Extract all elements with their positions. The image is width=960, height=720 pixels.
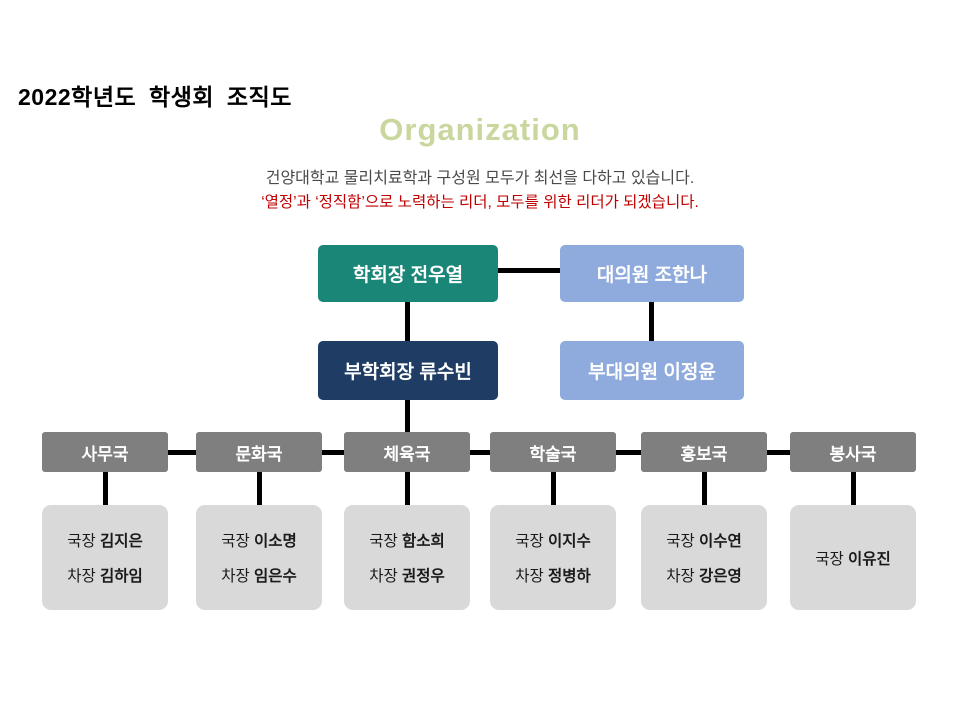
dept-members-haksulguk: 국장 이지수 차장 정병하 <box>490 505 616 610</box>
member-name: 이유진 <box>848 550 891 568</box>
dept-box-hongboguk: 홍보국 <box>641 432 767 472</box>
member-role: 국장 <box>815 550 844 568</box>
dept-box-samuguk: 사무국 <box>42 432 168 472</box>
member-line: 국장 김지은 <box>67 529 143 551</box>
member-line: 차장 강은영 <box>666 564 742 586</box>
dept-members-munhwaguk: 국장 이소명 차장 임은수 <box>196 505 322 610</box>
connector-vicepresident-departments <box>405 400 410 434</box>
member-role: 국장 <box>666 533 695 550</box>
connector-dept1-detail <box>103 472 108 506</box>
dept-box-haksulguk: 학술국 <box>490 432 616 472</box>
member-role: 차장 <box>515 568 544 585</box>
connector-department-bus <box>103 450 855 455</box>
connector-dept2-detail <box>257 472 262 506</box>
dept-members-bongsaguk: 국장 이유진 <box>790 505 916 610</box>
member-name: 김하임 <box>100 568 143 585</box>
dept-members-samuguk: 국장 김지은 차장 김하임 <box>42 505 168 610</box>
dept-members-cheyukguk: 국장 함소희 차장 권정우 <box>344 505 470 610</box>
member-name: 강은영 <box>699 568 742 585</box>
member-line: 국장 이지수 <box>515 529 591 551</box>
member-line: 국장 이유진 <box>815 547 891 569</box>
president-box: 학회장 전우열 <box>318 245 498 302</box>
vice-president-box: 부학회장 류수빈 <box>318 341 498 400</box>
member-name: 이지수 <box>548 533 591 550</box>
member-role: 국장 <box>369 533 398 550</box>
member-role: 국장 <box>221 533 250 550</box>
vice-representative-label: 부대의원 이정윤 <box>588 362 716 383</box>
member-role: 차장 <box>666 568 695 585</box>
vice-representative-box: 부대의원 이정윤 <box>560 341 744 400</box>
member-role: 차장 <box>67 568 96 585</box>
member-name: 이수연 <box>699 533 742 550</box>
connector-dept4-detail <box>551 472 556 506</box>
member-name: 김지은 <box>100 533 143 550</box>
member-role: 차장 <box>369 568 398 585</box>
dept-box-munhwaguk: 문화국 <box>196 432 322 472</box>
dept-members-hongboguk: 국장 이수연 차장 강은영 <box>641 505 767 610</box>
member-name: 정병하 <box>548 568 591 585</box>
connector-president-vicepresident <box>405 302 410 342</box>
member-line: 국장 이소명 <box>221 529 297 551</box>
member-name: 함소희 <box>402 533 445 550</box>
representative-box: 대의원 조한나 <box>560 245 744 302</box>
connector-dept6-detail <box>851 472 856 506</box>
page-title: 2022학년도 학생회 조직도 <box>18 84 292 110</box>
member-line: 차장 임은수 <box>221 564 297 586</box>
member-role: 국장 <box>67 533 96 550</box>
vice-president-label: 부학회장 류수빈 <box>344 362 472 383</box>
dept-box-cheyukguk: 체육국 <box>344 432 470 472</box>
member-name: 이소명 <box>254 533 297 550</box>
subtitle-line-2: ‘열정’과 ‘정직함’으로 노력하는 리더, 모두를 위한 리더가 되겠습니다. <box>261 194 699 211</box>
member-line: 국장 함소희 <box>369 529 445 551</box>
member-line: 차장 권정우 <box>369 564 445 586</box>
member-role: 국장 <box>515 533 544 550</box>
member-line: 국장 이수연 <box>666 529 742 551</box>
representative-label: 대의원 조한나 <box>596 265 708 286</box>
subtitle-line-1: 건양대학교 물리치료학과 구성원 모두가 최선을 다하고 있습니다. <box>265 170 695 187</box>
member-name: 임은수 <box>254 568 297 585</box>
organization-heading: Organization <box>379 112 581 147</box>
connector-dept3-detail <box>405 472 410 506</box>
president-label: 학회장 전우열 <box>352 265 464 286</box>
dept-box-bongsaguk: 봉사국 <box>790 432 916 472</box>
connector-president-representative <box>497 268 561 273</box>
member-line: 차장 김하임 <box>67 564 143 586</box>
member-role: 차장 <box>221 568 250 585</box>
connector-dept5-detail <box>702 472 707 506</box>
connector-representative-vicerep <box>649 302 654 342</box>
member-name: 권정우 <box>402 568 445 585</box>
member-line: 차장 정병하 <box>515 564 591 586</box>
